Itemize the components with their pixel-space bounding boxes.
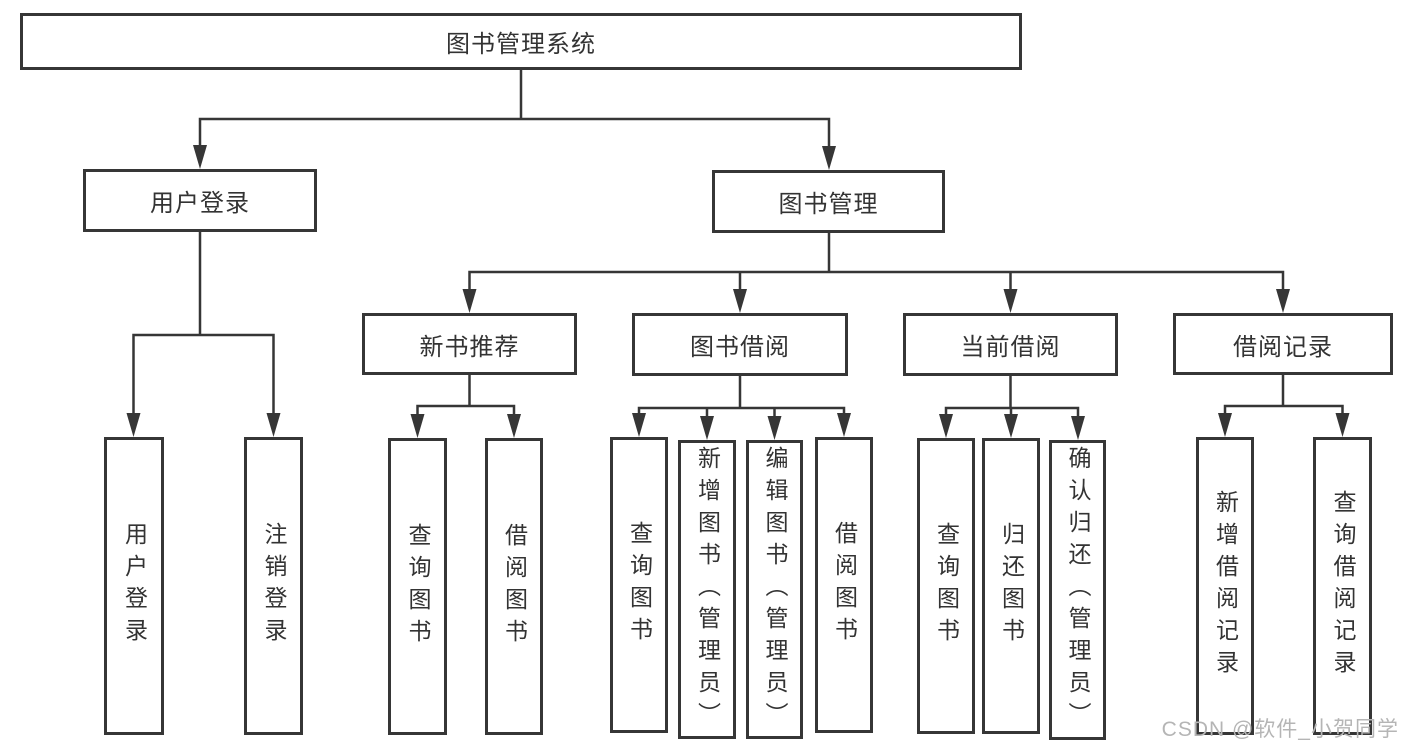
arrow-down-icon	[193, 145, 207, 169]
watermark: CSDN @软件_小贺同学	[1161, 718, 1399, 741]
arrow-down-icon	[939, 414, 953, 438]
node-label: 当前借阅	[960, 334, 1061, 361]
arrowhead-icons	[126, 145, 1350, 440]
arrow-down-icon	[822, 146, 836, 170]
leaf-label: 查询借阅记录	[1330, 490, 1356, 682]
arrow-down-icon	[1004, 414, 1018, 438]
leaf-add-borrow-record: 新增借阅记录	[1196, 437, 1254, 735]
arrow-down-icon	[1003, 289, 1018, 313]
arrow-down-icon	[1071, 416, 1085, 440]
leaf-query-books-recommend: 查询图书	[388, 438, 447, 735]
node-label: 图书管理系统	[446, 31, 596, 58]
arrow-down-icon	[700, 416, 714, 440]
arrow-down-icon	[733, 289, 747, 313]
leaf-query-books-current: 查询图书	[917, 438, 975, 734]
node-label: 新书推荐	[419, 333, 520, 361]
node-library-management-system: 图书管理系统	[20, 13, 1022, 70]
leaf-query-borrow-record: 查询借阅记录	[1313, 437, 1372, 735]
leaf-label: 新增借阅记录	[1212, 490, 1239, 682]
node-borrowing-records: 借阅记录	[1173, 313, 1393, 375]
leaf-logout: 注销登录	[244, 437, 303, 735]
leaf-label: 注销登录	[261, 522, 287, 650]
leaf-edit-books-admin: 编辑图书（管理员）	[746, 440, 803, 739]
leaf-query-books-borrow: 查询图书	[610, 437, 668, 733]
arrow-down-icon	[507, 414, 521, 438]
leaf-borrow-books-recommend: 借阅图书	[485, 438, 543, 735]
arrow-down-icon	[126, 413, 141, 437]
arrow-down-icon	[410, 414, 425, 438]
node-label: 图书管理	[778, 191, 879, 218]
leaf-label: 新增图书（管理员）	[694, 445, 721, 734]
leaf-return-books: 归还图书	[982, 438, 1040, 734]
leaf-add-books-admin: 新增图书（管理员）	[678, 440, 736, 739]
arrow-down-icon	[1218, 413, 1232, 437]
leaf-label: 用户登录	[121, 522, 148, 650]
node-user-login: 用户登录	[83, 169, 317, 232]
arrow-down-icon	[1335, 413, 1350, 437]
arrow-down-icon	[1276, 289, 1290, 313]
leaf-label: 查询图书	[405, 522, 431, 651]
leaf-label: 查询图书	[626, 521, 653, 649]
leaf-label: 编辑图书（管理员）	[762, 445, 788, 734]
leaf-confirm-return-admin: 确认归还（管理员）	[1049, 440, 1106, 740]
leaf-label: 查询图书	[933, 522, 960, 650]
node-label: 图书借阅	[690, 334, 790, 361]
leaf-user-login: 用户登录	[104, 437, 164, 735]
arrow-down-icon	[462, 289, 477, 313]
node-label: 借阅记录	[1233, 333, 1333, 361]
leaf-label: 借阅图书	[501, 522, 528, 651]
node-label: 用户登录	[150, 190, 250, 217]
leaf-label: 归还图书	[998, 522, 1025, 650]
leaf-label: 借阅图书	[831, 521, 858, 649]
leaf-borrow-books: 借阅图书	[815, 437, 873, 733]
node-current-borrowing: 当前借阅	[903, 313, 1118, 376]
tree-branch-lines	[132, 68, 1344, 423]
arrow-down-icon	[837, 413, 851, 437]
arrow-down-icon	[266, 413, 281, 437]
node-book-management: 图书管理	[712, 170, 945, 233]
node-new-book-recommendation: 新书推荐	[362, 313, 577, 375]
arrow-down-icon	[632, 413, 646, 437]
leaf-label: 确认归还（管理员）	[1065, 446, 1091, 734]
node-book-borrowing: 图书借阅	[632, 313, 848, 376]
arrow-down-icon	[767, 416, 782, 440]
